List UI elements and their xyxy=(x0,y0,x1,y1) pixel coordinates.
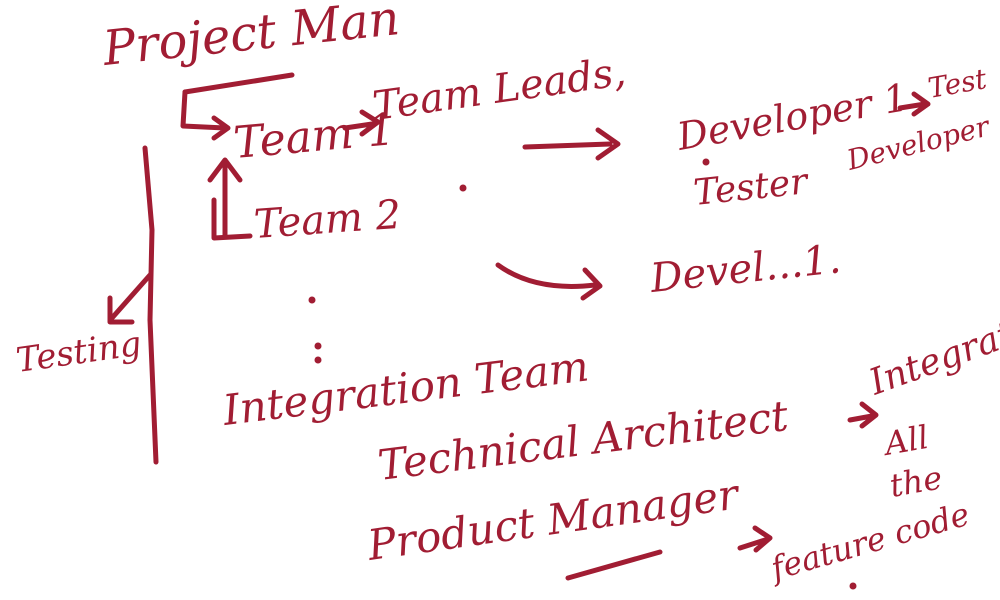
note-testing: Testing xyxy=(14,324,144,381)
bullet-dot xyxy=(849,582,857,590)
arrow-developer-to-test xyxy=(897,91,931,117)
note-test: Test xyxy=(925,62,989,105)
arrow-team1-to-leads xyxy=(342,109,381,137)
ellipsis-dot xyxy=(314,342,322,350)
note-all: All xyxy=(879,418,931,464)
arrow-architect-to-integrate xyxy=(847,401,879,429)
bullet-dot xyxy=(702,158,710,166)
title-underline xyxy=(182,72,295,95)
note-team-leads: Team Leads, xyxy=(370,49,629,130)
note-team1: Team 1 xyxy=(232,104,398,169)
hierarchy-bracket-arrow xyxy=(180,89,231,141)
note-project-man: Project Man xyxy=(99,0,402,77)
product-underline xyxy=(565,549,663,581)
arrow-to-devel xyxy=(495,262,603,301)
arrow-bracket-team2 xyxy=(211,197,253,241)
arrow-up-team2-to-team1 xyxy=(207,157,243,238)
ellipsis-dot xyxy=(314,356,322,364)
note-devel: Devel...1. xyxy=(647,236,843,302)
arrow-to-feature-code xyxy=(737,525,773,553)
note-feature-code: feature code xyxy=(765,495,974,588)
note-the: the xyxy=(887,458,945,505)
note-team2: Team 2 xyxy=(252,192,402,248)
ellipsis-dot xyxy=(308,296,316,304)
testing-arrow xyxy=(107,272,153,325)
note-tester: Tester xyxy=(692,161,811,214)
testing-vertical-line xyxy=(142,145,159,465)
bullet-dot xyxy=(459,184,467,192)
arrow-leads-to-developer xyxy=(522,127,621,161)
note-integrate: Integrate xyxy=(863,307,1000,404)
